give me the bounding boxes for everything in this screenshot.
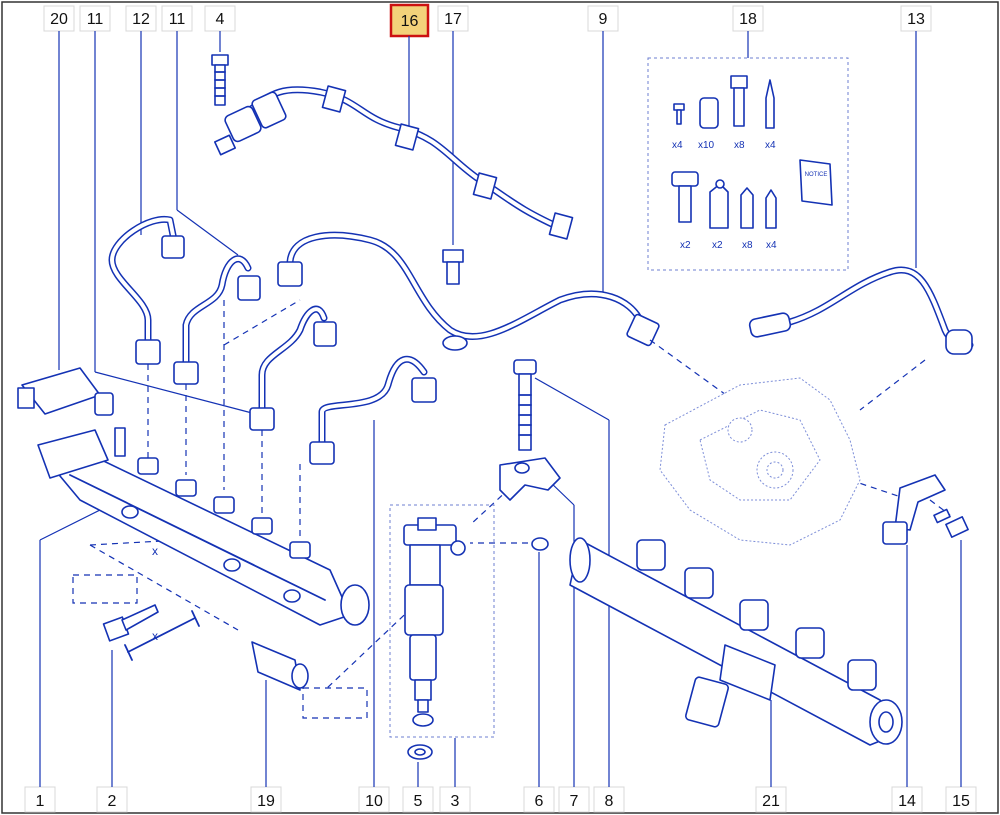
bolt-17 bbox=[442, 249, 464, 285]
kit-qty: x2 bbox=[712, 240, 723, 251]
callout-4[interactable]: 4 bbox=[204, 5, 236, 32]
kit-cap-tiny-icon bbox=[765, 189, 777, 229]
fuel-rail-1 bbox=[37, 427, 370, 626]
kit-cap-icon bbox=[709, 179, 729, 229]
callout-label: 7 bbox=[570, 793, 579, 810]
callout-14[interactable]: 14 bbox=[891, 786, 923, 813]
callout-label: 8 bbox=[605, 793, 614, 810]
callout-1[interactable]: 1 bbox=[24, 786, 56, 813]
kit-screw-icon bbox=[673, 103, 685, 125]
pipe-11-a bbox=[173, 255, 261, 385]
kit-qty: x4 bbox=[672, 140, 683, 151]
callout-label: 16 bbox=[401, 13, 419, 30]
callout-5[interactable]: 5 bbox=[402, 786, 434, 813]
dimension-label: x bbox=[152, 629, 158, 643]
clamp-7 bbox=[499, 457, 561, 501]
callout-12[interactable]: 12 bbox=[125, 5, 157, 32]
callout-label: 18 bbox=[739, 11, 757, 28]
pipe-12 bbox=[108, 215, 185, 365]
pipe-10 bbox=[309, 355, 437, 465]
kit-plug-icon bbox=[765, 79, 775, 129]
callout-17[interactable]: 17 bbox=[437, 5, 469, 32]
callout-label: 1 bbox=[36, 793, 45, 810]
dimension-label-upper: x bbox=[152, 544, 158, 558]
kit-qty: x4 bbox=[765, 140, 776, 151]
callout-label: 3 bbox=[451, 793, 460, 810]
callout-15[interactable]: 15 bbox=[945, 786, 977, 813]
callout-6[interactable]: 6 bbox=[523, 786, 555, 813]
callout-7[interactable]: 7 bbox=[558, 786, 590, 813]
callout-label: 10 bbox=[365, 793, 383, 810]
callout-18[interactable]: 18 bbox=[732, 5, 764, 32]
kit-grommet-icon bbox=[730, 75, 748, 127]
callout-label: 9 bbox=[599, 11, 608, 28]
pipe-11-b bbox=[249, 305, 337, 431]
callout-label: 19 bbox=[257, 793, 275, 810]
callout-3[interactable]: 3 bbox=[439, 786, 471, 813]
callout-label: 15 bbox=[952, 793, 970, 810]
bracket-14 bbox=[882, 474, 946, 545]
callout-label: 2 bbox=[108, 793, 117, 810]
notice-booklet-icon: NOTICE bbox=[799, 159, 833, 206]
callout-label: 5 bbox=[414, 793, 423, 810]
injector-3 bbox=[403, 517, 466, 727]
sensor-19 bbox=[251, 641, 309, 691]
callout-label: 13 bbox=[907, 11, 925, 28]
kit-plug-large-icon bbox=[671, 171, 699, 223]
callout-11-left[interactable]: 11 bbox=[79, 5, 111, 32]
callout-label: 20 bbox=[50, 11, 68, 28]
callout-label: 11 bbox=[169, 11, 186, 28]
kit-clip-icon bbox=[699, 97, 719, 129]
bolt-15 bbox=[933, 508, 969, 538]
high-pressure-pump bbox=[659, 377, 861, 546]
fuel-rail-21 bbox=[569, 537, 903, 746]
callout-9[interactable]: 9 bbox=[587, 5, 619, 32]
kit-qty: x8 bbox=[742, 240, 753, 251]
callout-label: 11 bbox=[87, 11, 104, 28]
callout-label: 21 bbox=[762, 793, 780, 810]
bolt-4 bbox=[211, 54, 229, 106]
callout-2[interactable]: 2 bbox=[96, 786, 128, 813]
callout-16-selected[interactable]: 16 bbox=[389, 3, 430, 38]
notice-label: NOTICE bbox=[805, 172, 828, 178]
callout-label: 17 bbox=[444, 11, 462, 28]
callout-label: 12 bbox=[132, 11, 150, 28]
pipe-9 bbox=[277, 231, 660, 351]
kit-qty: x4 bbox=[766, 240, 777, 251]
callout-8[interactable]: 8 bbox=[593, 786, 625, 813]
kit-box: x4 x10 x8 x4 NOTICE x2 x2 x8 x4 bbox=[647, 57, 849, 271]
callout-13[interactable]: 13 bbox=[900, 5, 932, 32]
callout-21[interactable]: 21 bbox=[755, 786, 787, 813]
kit-cap-small-icon bbox=[740, 187, 754, 229]
bolt-2 bbox=[102, 604, 159, 642]
pressure-sensor-20 bbox=[17, 367, 114, 416]
kit-qty: x8 bbox=[734, 140, 745, 151]
callout-10[interactable]: 10 bbox=[358, 786, 390, 813]
kit-qty: x2 bbox=[680, 240, 691, 251]
callout-label: 4 bbox=[216, 11, 225, 28]
callout-19[interactable]: 19 bbox=[250, 786, 282, 813]
stud-8 bbox=[513, 359, 537, 451]
dimension-x: x x bbox=[124, 544, 200, 661]
assembly-guides bbox=[72, 299, 951, 738]
o-ring-6 bbox=[531, 537, 549, 551]
callout-label: 14 bbox=[898, 793, 916, 810]
pipe-13 bbox=[748, 266, 974, 355]
callout-20[interactable]: 20 bbox=[43, 5, 75, 32]
kit-qty: x10 bbox=[698, 140, 715, 151]
callout-11-right[interactable]: 11 bbox=[161, 5, 193, 32]
washer-5 bbox=[407, 744, 433, 760]
injector-harness-16 bbox=[213, 85, 574, 240]
callout-label: 6 bbox=[535, 793, 544, 810]
